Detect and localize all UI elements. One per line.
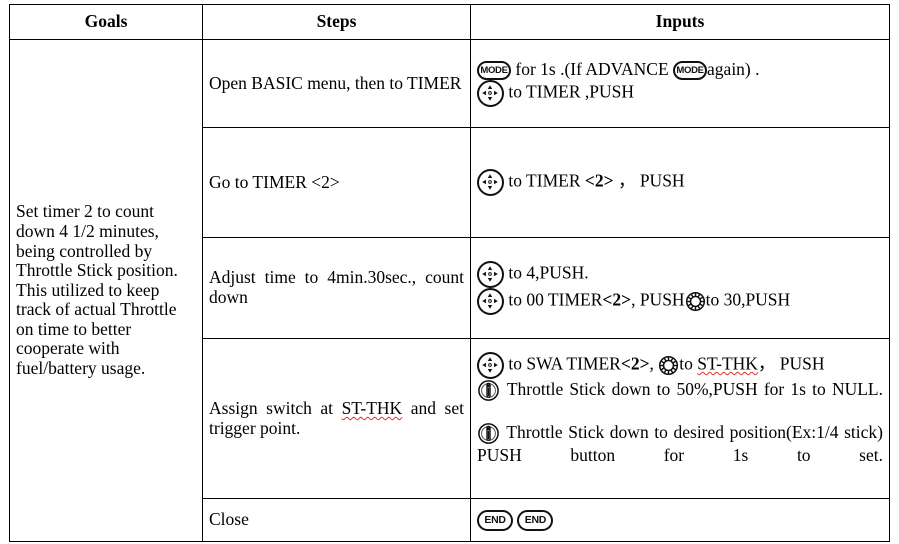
dpad-icon[interactable]: [477, 80, 504, 108]
step-cell: Go to TIMER <2>: [202, 127, 471, 238]
emphasis-text: <2>: [602, 289, 632, 310]
input-line: Throttle Stick down to desired position(…: [477, 422, 883, 466]
table-row: Set timer 2 to count down 4 1/2 minutes,…: [9, 39, 890, 542]
spellcheck-flagged-text: ST-THK: [697, 353, 758, 374]
table-row: Go to TIMER <2> to TIMER <2> ， PUSH: [10, 127, 890, 238]
dpad-icon[interactable]: [477, 288, 504, 315]
table-row: Close END END: [10, 498, 890, 542]
procedure-table: Goals Steps Inputs Set timer 2 to count …: [9, 4, 890, 542]
throttle-stick-icon[interactable]: [477, 379, 501, 403]
column-header-goals: Goals: [9, 4, 203, 40]
step-cell: Close: [202, 498, 471, 542]
mode-button-icon[interactable]: MODE: [673, 61, 708, 81]
step-cell: Open BASIC menu, then to TIMER: [202, 39, 471, 128]
input-cell: to SWA TIMER<2>, to ST-THK， PUSH Throttl…: [470, 338, 890, 499]
end-button-icon[interactable]: END: [477, 509, 513, 531]
step-cell: Assign switch at ST-THK and set trigger …: [202, 338, 471, 499]
dpad-icon[interactable]: [477, 169, 504, 196]
goals-cell: Set timer 2 to count down 4 1/2 minutes,…: [9, 39, 203, 542]
end-button-icon[interactable]: END: [517, 509, 554, 531]
input-line: Throttle Stick down to 50%,PUSH for 1s t…: [477, 379, 883, 423]
table-body: Set timer 2 to count down 4 1/2 minutes,…: [9, 39, 890, 542]
column-header-steps: Steps: [202, 4, 471, 40]
input-line: to TIMER ,PUSH: [477, 80, 883, 108]
emphasis-text: <2>: [620, 353, 650, 374]
emphasis-text: <2>: [584, 170, 614, 191]
table-row: Assign switch at ST-THK and set trigger …: [10, 338, 890, 499]
table-row: Adjust time to 4min.30sec., count down t…: [10, 237, 890, 339]
input-cell: to TIMER <2> ， PUSH: [470, 127, 890, 238]
document-page: Goals Steps Inputs Set timer 2 to count …: [0, 4, 899, 544]
input-line: to 4,PUSH.: [477, 261, 883, 288]
spellcheck-flagged-text: ST-THK: [341, 397, 403, 418]
dpad-icon[interactable]: [477, 351, 504, 379]
input-cell: END END: [470, 498, 890, 542]
input-line: to SWA TIMER<2>, to ST-THK， PUSH: [477, 351, 883, 379]
step-cell: Adjust time to 4min.30sec., count down: [202, 237, 471, 339]
throttle-stick-icon[interactable]: [477, 422, 501, 446]
dial-knob-icon[interactable]: [685, 291, 706, 312]
dpad-icon[interactable]: [477, 261, 504, 288]
input-line: END END: [477, 509, 883, 531]
input-line: to TIMER <2> ， PUSH: [477, 169, 883, 196]
table-header-row: Goals Steps Inputs: [9, 4, 890, 40]
column-header-inputs: Inputs: [470, 4, 890, 40]
mode-button-icon[interactable]: MODE: [477, 61, 511, 81]
dial-knob-icon[interactable]: [658, 355, 679, 376]
